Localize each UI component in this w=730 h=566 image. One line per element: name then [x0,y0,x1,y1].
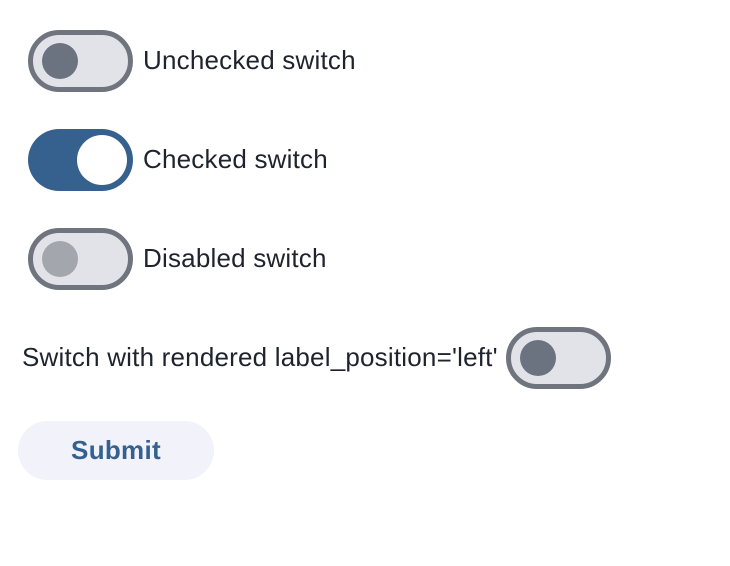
switch-label: Disabled switch [143,243,327,274]
submit-button[interactable]: Submit [18,421,214,480]
switch-thumb [42,241,78,277]
switch-label: Unchecked switch [143,45,356,76]
unchecked-switch-toggle[interactable] [28,30,133,92]
switch-thumb [77,135,127,185]
switch-row-checked: Checked switch [28,129,730,191]
switch-label: Checked switch [143,144,328,175]
disabled-switch-toggle [28,228,133,290]
label-left-switch-toggle[interactable] [505,327,611,389]
checked-switch-toggle[interactable] [28,129,133,191]
switch-row-label-left: Switch with rendered label_position='lef… [22,327,730,389]
switch-row-unchecked: Unchecked switch [28,30,730,92]
switch-label: Switch with rendered label_position='lef… [22,342,498,373]
switch-row-disabled: Disabled switch [28,228,730,290]
switch-thumb [519,340,556,376]
switch-thumb [42,43,78,79]
